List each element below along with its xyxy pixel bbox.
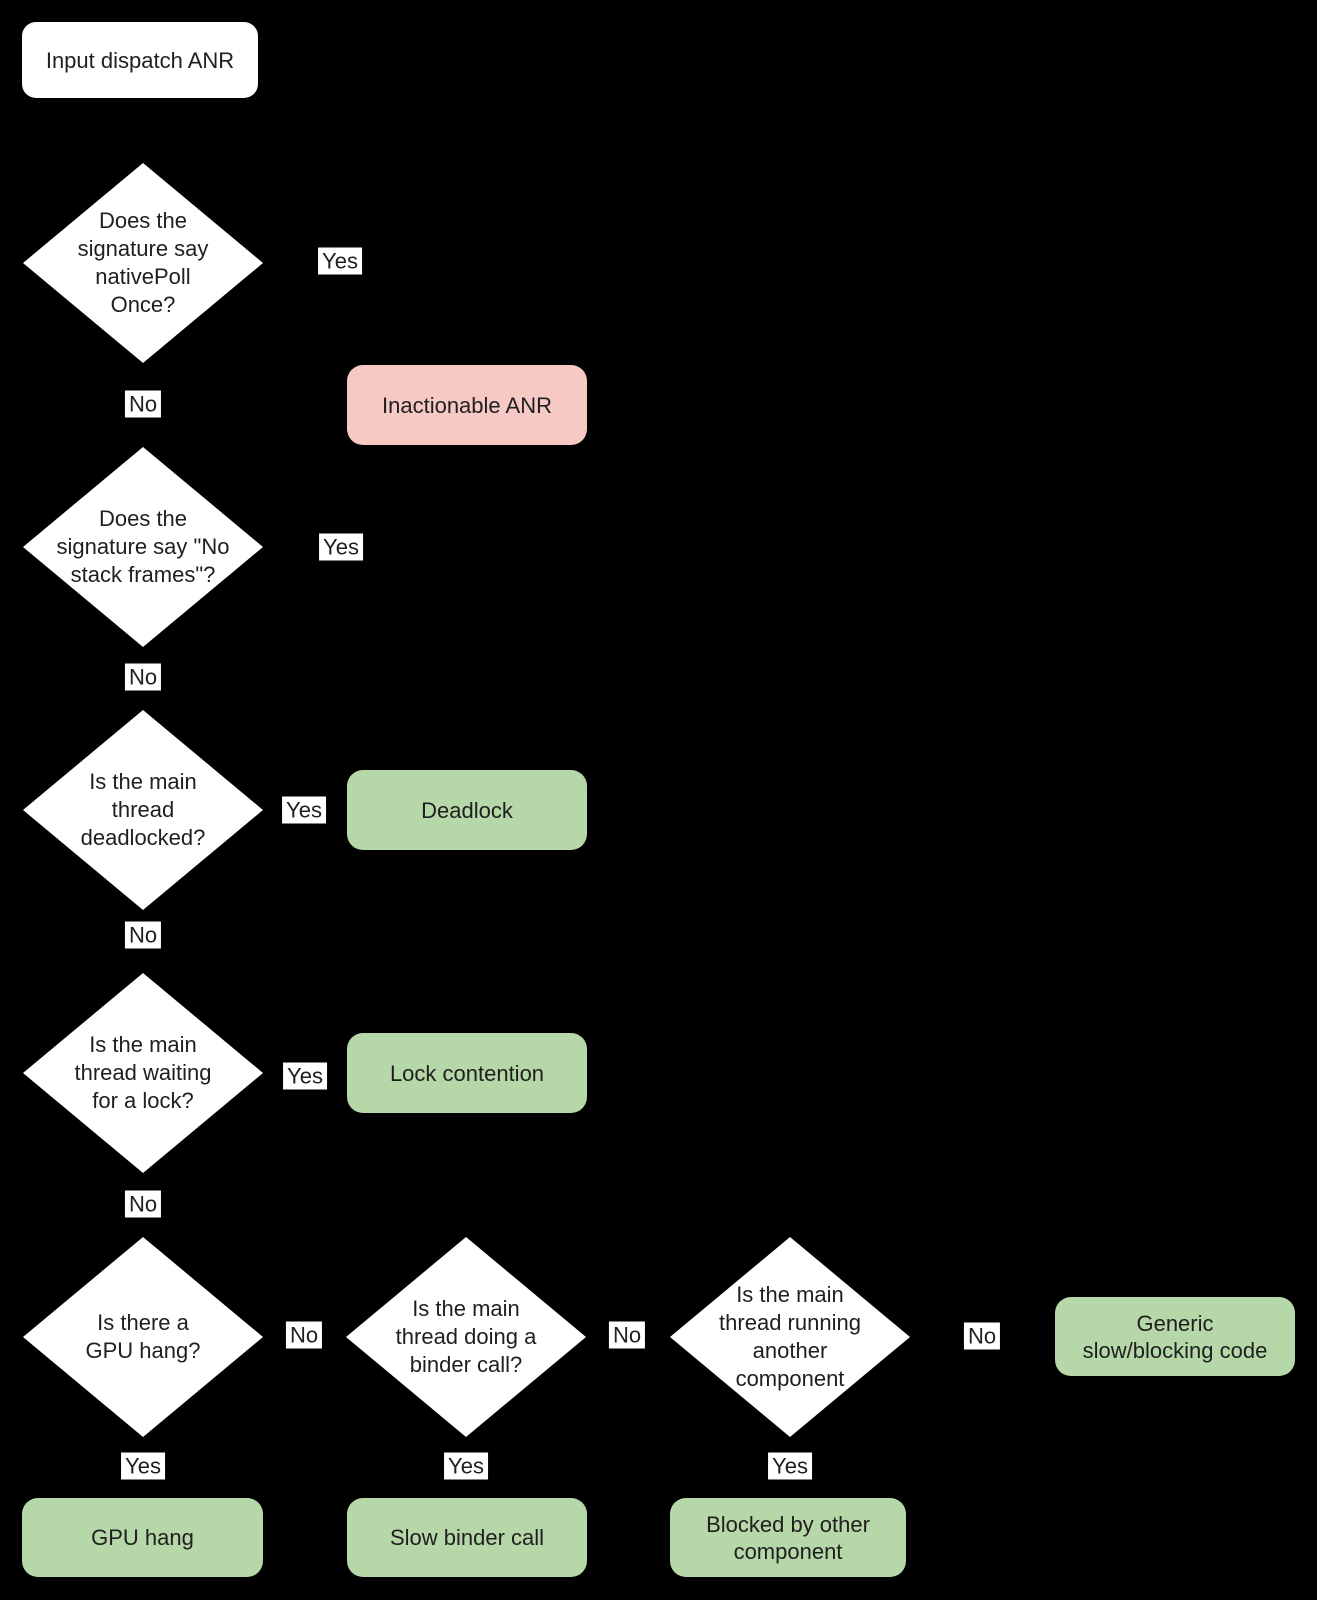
- edge-label-no: No: [124, 663, 162, 691]
- edge-label-yes: Yes: [768, 1452, 812, 1480]
- edge-label-no: No: [124, 1190, 162, 1218]
- outcome-box-blocked-by-other-component: Blocked by other component: [670, 1498, 906, 1577]
- decision-binder-call: Is the main thread doing a binder call?: [346, 1237, 586, 1437]
- outcome-box-deadlock: Deadlock: [347, 770, 587, 850]
- outcome-box-inactionable-anr: Inactionable ANR: [347, 365, 587, 445]
- decision-signature-no-stack-frames: Does the signature say "No stack frames"…: [23, 447, 263, 647]
- edge-label-yes: Yes: [319, 533, 363, 561]
- edge-label-no: No: [963, 1322, 1001, 1350]
- outcome-box-gpu-hang: GPU hang: [22, 1498, 263, 1577]
- decision-running-another-component: Is the main thread running another compo…: [670, 1237, 910, 1437]
- edge-label-yes: Yes: [282, 796, 326, 824]
- decision-signature-nativepollonce: Does the signature say nativePoll Once?: [23, 163, 263, 363]
- start-node-input-dispatch-anr: Input dispatch ANR: [22, 22, 258, 98]
- outcome-box-lock-contention: Lock contention: [347, 1033, 587, 1113]
- edge-label-yes: Yes: [444, 1452, 488, 1480]
- outcome-box-generic-slow-blocking-code: Generic slow/blocking code: [1055, 1297, 1295, 1376]
- edge-label-no: No: [285, 1321, 323, 1349]
- edge-label-no: No: [124, 390, 162, 418]
- decision-main-thread-waiting-lock: Is the main thread waiting for a lock?: [23, 973, 263, 1173]
- decision-gpu-hang: Is there a GPU hang?: [23, 1237, 263, 1437]
- edge-label-no: No: [608, 1321, 646, 1349]
- edge-label-no: No: [124, 921, 162, 949]
- outcome-box-slow-binder-call: Slow binder call: [347, 1498, 587, 1577]
- edge-label-yes: Yes: [283, 1062, 327, 1090]
- edge-label-yes: Yes: [121, 1452, 165, 1480]
- edge-label-yes: Yes: [318, 247, 362, 275]
- decision-main-thread-deadlocked: Is the main thread deadlocked?: [23, 710, 263, 910]
